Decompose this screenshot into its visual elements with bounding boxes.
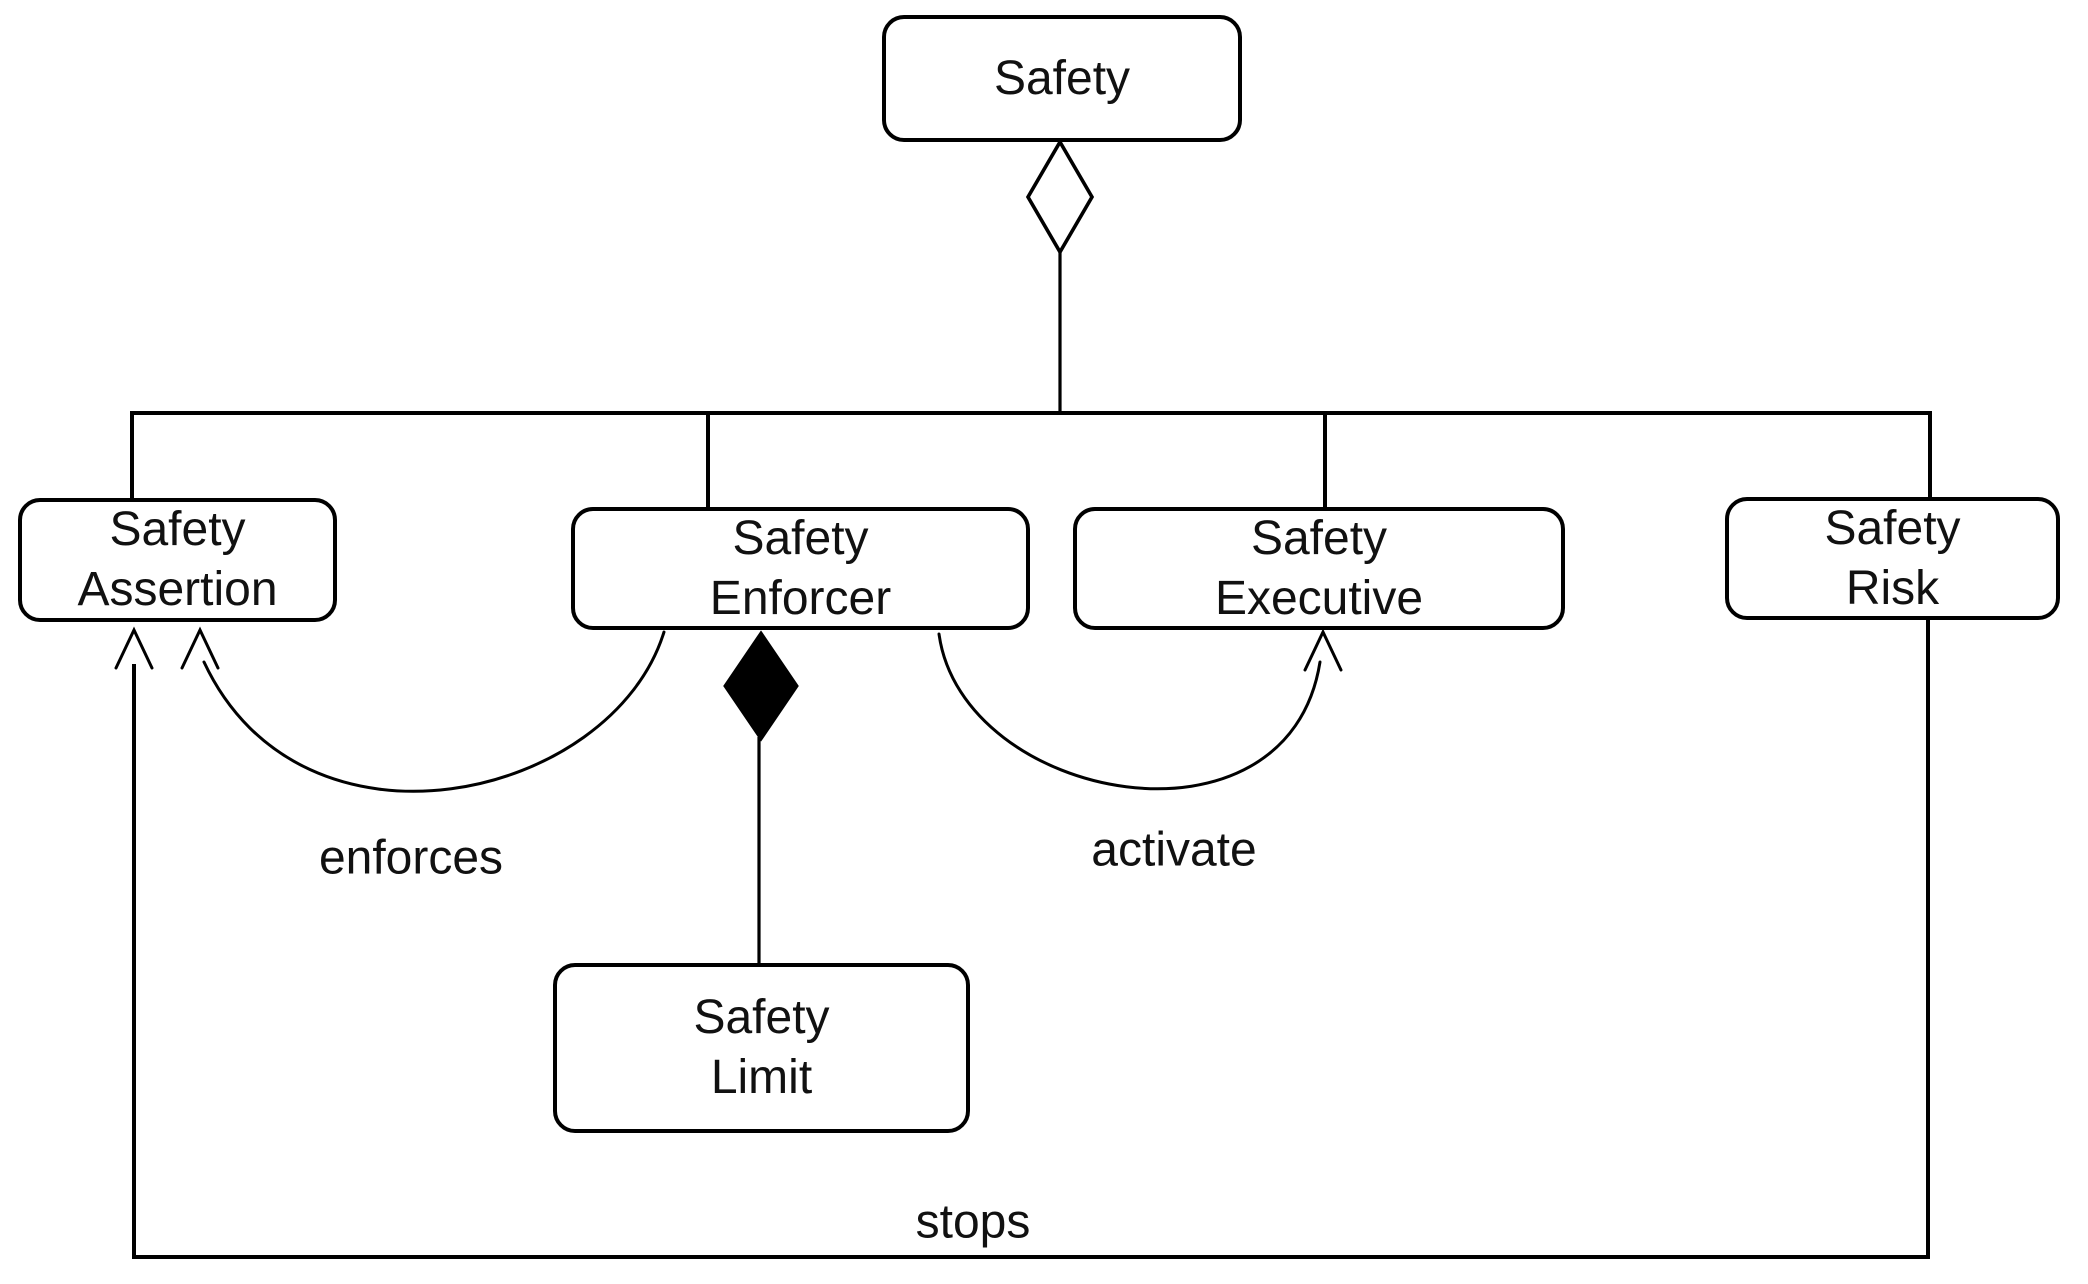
node-safety-risk-label: Safety Risk [1824, 501, 1961, 615]
node-safety-executive-label: Safety Executive [1214, 511, 1424, 625]
node-safety-executive: Safety Executive [1073, 507, 1565, 630]
hierarchy-bus-line [130, 411, 1932, 507]
composition-diamond-icon [723, 630, 799, 742]
node-safety-label: Safety [993, 51, 1131, 105]
stops-connector-line [132, 620, 1930, 1259]
stops-arrowhead-icon [114, 626, 154, 670]
edge-label-activate: activate [1091, 823, 1257, 877]
node-safety: Safety [882, 15, 1242, 142]
enforces-arrowhead-icon [180, 626, 220, 670]
node-safety-risk: Safety Risk [1725, 497, 2060, 620]
node-safety-limit: Safety Limit [553, 963, 970, 1133]
enforces-arc-line [202, 630, 666, 793]
edge-label-stops: stops [915, 1195, 1031, 1249]
node-safety-assertion-label: Safety Assertion [77, 503, 278, 616]
edge-label-enforces: enforces [318, 831, 504, 885]
node-safety-assertion: Safety Assertion [18, 498, 337, 622]
node-safety-enforcer: Safety Enforcer [571, 507, 1030, 630]
activate-arc-line [937, 632, 1322, 791]
node-safety-enforcer-label: Safety Enforcer [709, 511, 892, 625]
node-safety-limit-label: Safety Limit [693, 991, 830, 1104]
aggregation-diamond-icon [1025, 138, 1095, 256]
activate-arrowhead-icon [1303, 628, 1343, 672]
